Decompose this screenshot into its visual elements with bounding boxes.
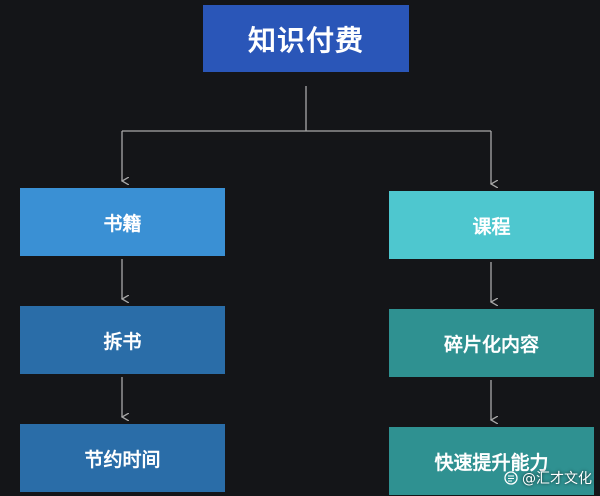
watermark-text: @汇才文化	[522, 471, 592, 487]
node-skill-boost-label: 快速提升能力	[434, 451, 549, 474]
node-courses: 课程	[389, 191, 594, 259]
node-books-label: 书籍	[103, 212, 142, 235]
root-node-label: 知识付费	[247, 23, 364, 57]
node-fragmented-content-label: 碎片化内容	[443, 333, 539, 356]
node-books: 书籍	[20, 188, 225, 256]
node-book-summary-label: 拆书	[103, 330, 142, 353]
node-save-time-label: 节约时间	[84, 448, 161, 471]
node-skill-boost: 快速提升能力	[389, 427, 594, 495]
node-save-time: 节约时间	[20, 424, 225, 492]
node-courses-label: 课程	[472, 215, 511, 238]
root-node: 知识付费	[203, 5, 409, 72]
watermark: @汇才文化	[504, 468, 592, 488]
toutiao-logo-icon	[504, 471, 518, 485]
node-fragmented-content: 碎片化内容	[389, 309, 594, 377]
node-book-summary: 拆书	[20, 306, 225, 374]
